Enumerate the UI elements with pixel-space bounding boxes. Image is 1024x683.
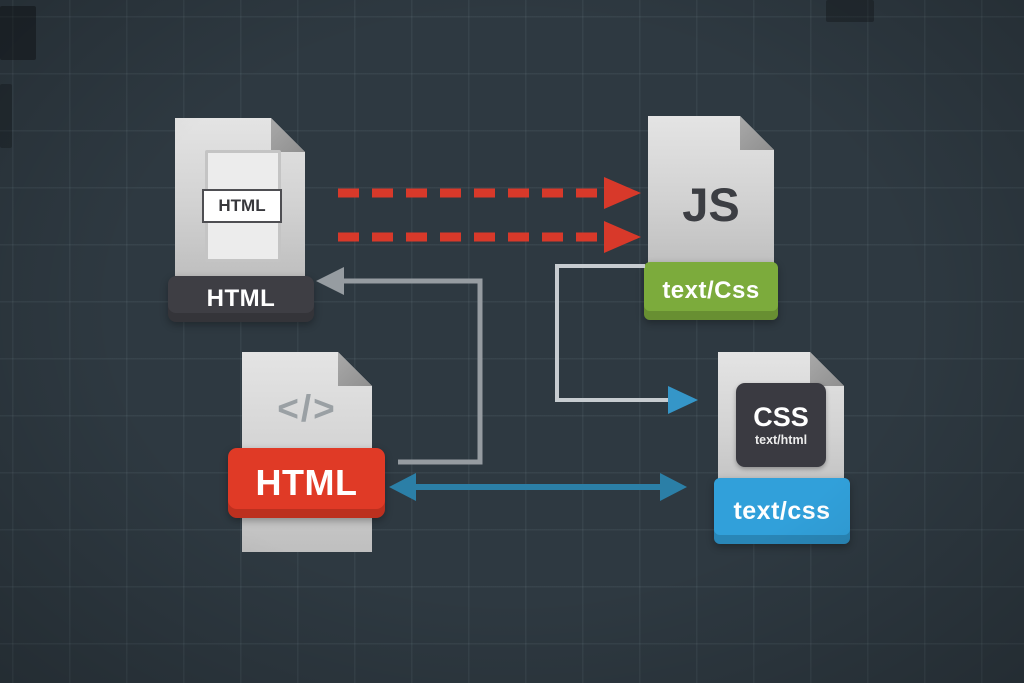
js-file-label: JS — [682, 177, 740, 231]
css-mime-banner: text/css — [714, 478, 850, 544]
css-badge-title: CSS — [753, 401, 809, 432]
gray-arrowhead-icon — [316, 267, 344, 295]
red-arrowhead-icon — [604, 221, 641, 253]
red-arrowhead-icon — [604, 177, 641, 209]
folded-corner-icon — [338, 352, 372, 386]
js-mime-banner: text/Css — [644, 262, 778, 320]
teal-arrowhead-left-icon — [389, 473, 416, 501]
folded-corner-icon — [271, 118, 305, 152]
blue-arrowhead-icon — [668, 386, 698, 414]
folded-corner-icon — [810, 352, 844, 386]
html-red-banner: HTML — [228, 448, 385, 518]
code-brackets-icon: </> — [277, 388, 337, 429]
html-chip-label: HTML — [202, 189, 282, 223]
background-smudge — [0, 6, 36, 60]
teal-arrowhead-right-icon — [660, 473, 687, 501]
folded-corner-icon — [740, 116, 774, 150]
background-smudge — [0, 84, 12, 148]
background-smudge — [826, 0, 874, 22]
html-document-banner: HTML — [168, 276, 314, 322]
css-badge: CSS text/html — [736, 383, 826, 467]
css-badge-subtitle: text/html — [754, 432, 808, 447]
